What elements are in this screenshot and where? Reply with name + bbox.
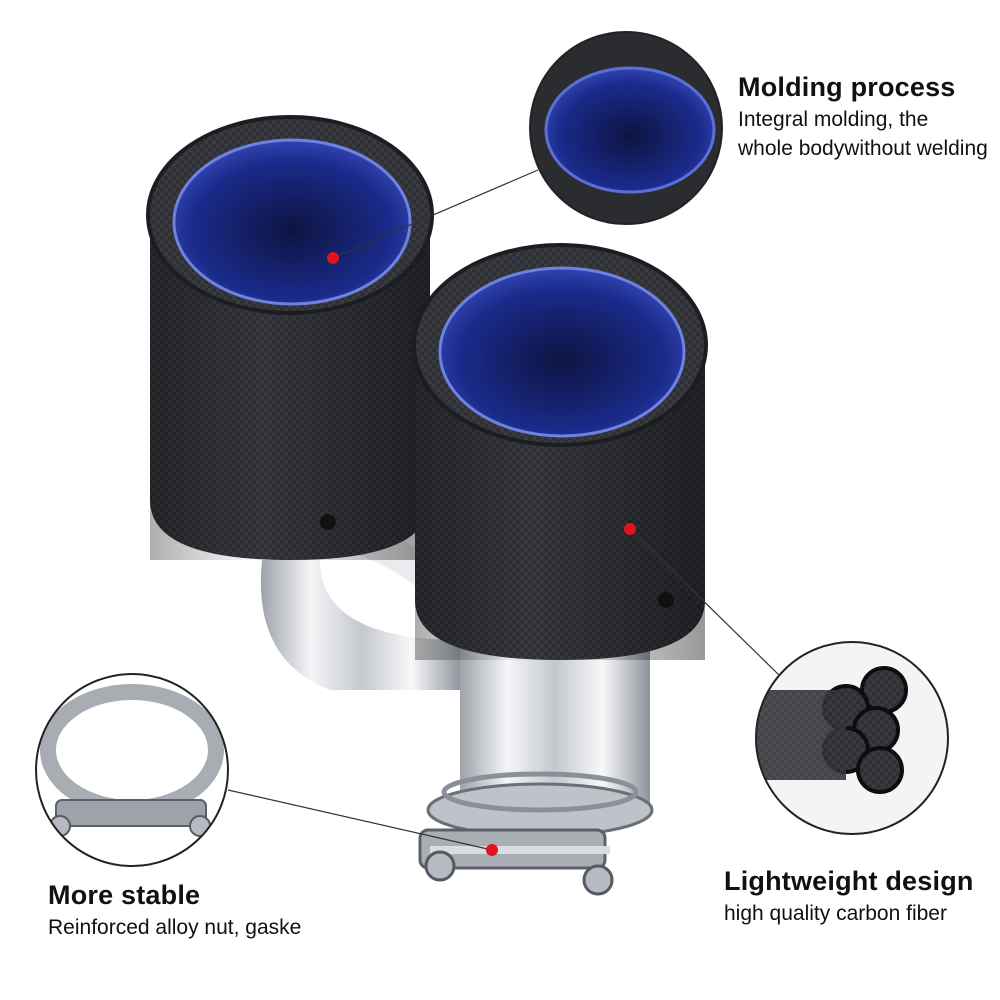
hose-clamp xyxy=(418,771,654,896)
callout-stable-body: Reinforced alloy nut, gaske xyxy=(48,916,302,939)
leader-line-stable xyxy=(227,789,493,851)
callout-molding-body: Integral molding, the whole bodywithout … xyxy=(738,108,988,160)
callout-molding: Molding process Integral molding, the wh… xyxy=(738,72,988,163)
marker-lightweight xyxy=(624,523,636,535)
callout-lightweight-body: high quality carbon fiber xyxy=(724,902,947,925)
detail-circle-clamp xyxy=(35,673,229,867)
right-exhaust-tip xyxy=(412,243,708,660)
callout-lightweight-title: Lightweight design xyxy=(724,866,974,896)
callout-molding-title: Molding process xyxy=(738,72,956,102)
leader-line-lightweight xyxy=(629,528,781,677)
callout-stable: More stable Reinforced alloy nut, gaske xyxy=(48,880,308,942)
marker-stable xyxy=(486,844,498,856)
detail-circle-molding xyxy=(529,31,723,225)
left-exhaust-tip xyxy=(146,115,434,560)
detail-circle-carbon-fiber xyxy=(755,641,949,835)
callout-stable-title: More stable xyxy=(48,880,201,910)
callout-lightweight: Lightweight design high quality carbon f… xyxy=(724,866,994,928)
marker-molding xyxy=(327,252,339,264)
leader-line-molding xyxy=(332,169,539,259)
